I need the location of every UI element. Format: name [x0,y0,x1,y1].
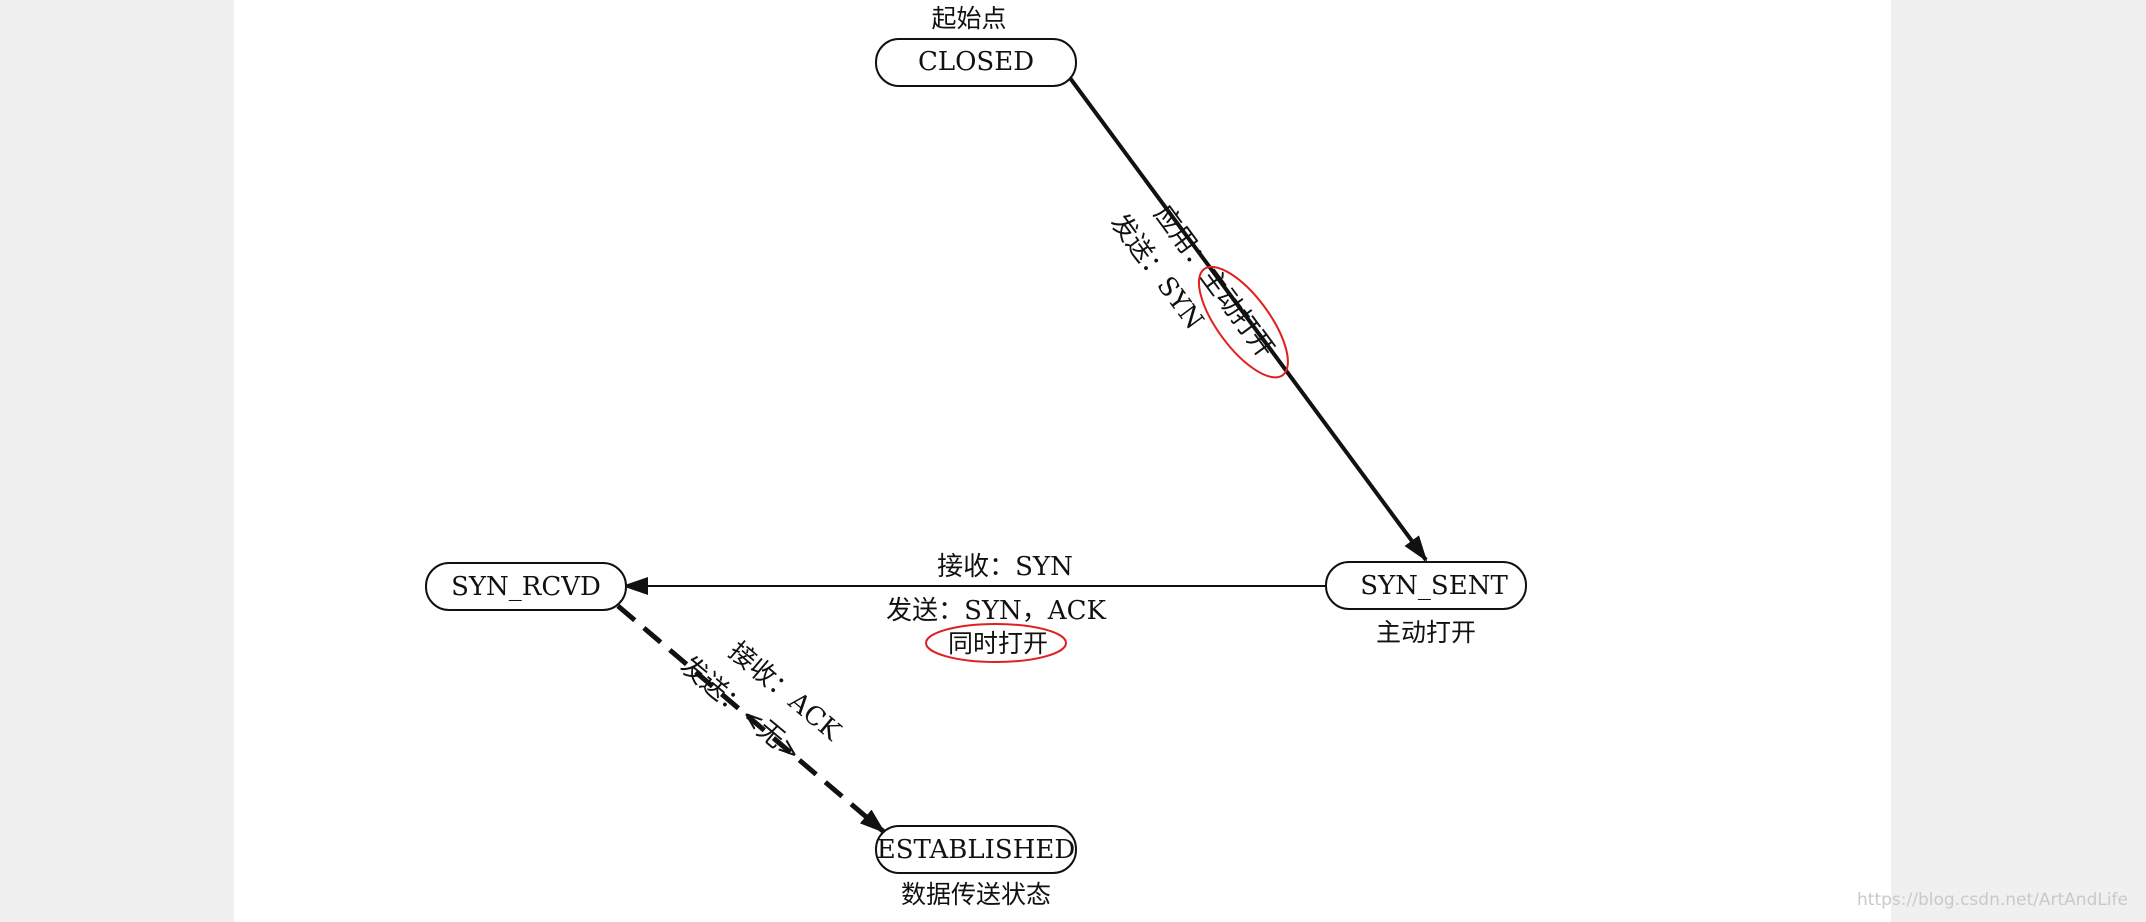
start-point-caption: 起始点 [931,4,1006,33]
state-syn-sent: SYN_SENT [1325,561,1527,610]
state-established-label: ESTABLISHED [877,835,1075,865]
highlight-active-open [1197,265,1289,379]
active-open-caption: 主动打开 [1376,618,1476,647]
state-syn-sent-label: SYN_SENT [1360,571,1508,601]
state-closed-label: CLOSED [918,47,1034,77]
tcp-state-diagram: CLOSED 起始点 SYN_SENT 主动打开 SYN_RCVD ESTABL… [425,4,1527,909]
label-closed-to-syn-sent: 应用：主动打开 发送：SYN [1104,200,1289,379]
data-transfer-caption: 数据传送状态 [901,880,1051,909]
watermark-text: https://blog.csdn.net/ArtAndLife [1857,890,2128,910]
label-syn-sent-to-syn-rcvd-line2: 发送：SYN，ACK [886,596,1106,626]
edge-syn-rcvd-to-established [616,604,886,834]
highlight-simultaneous-open [925,623,1067,663]
label-syn-sent-to-syn-rcvd-line1: 接收：SYN [937,552,1073,582]
state-syn-rcvd: SYN_RCVD [425,562,627,611]
state-established: ESTABLISHED [875,825,1077,874]
label-syn-sent-to-syn-rcvd: 接收：SYN 发送：SYN，ACK 同时打开 [886,552,1106,663]
simultaneous-open-note: 同时打开 [948,629,1048,658]
label-syn-rcvd-to-established: 接收：ACK 发送：<无> [674,636,846,768]
state-closed: CLOSED [875,38,1077,87]
diagram-page: CLOSED 起始点 SYN_SENT 主动打开 SYN_RCVD ESTABL… [234,0,1891,922]
state-syn-rcvd-label: SYN_RCVD [451,572,601,602]
edge-closed-to-syn-sent [1068,76,1428,562]
